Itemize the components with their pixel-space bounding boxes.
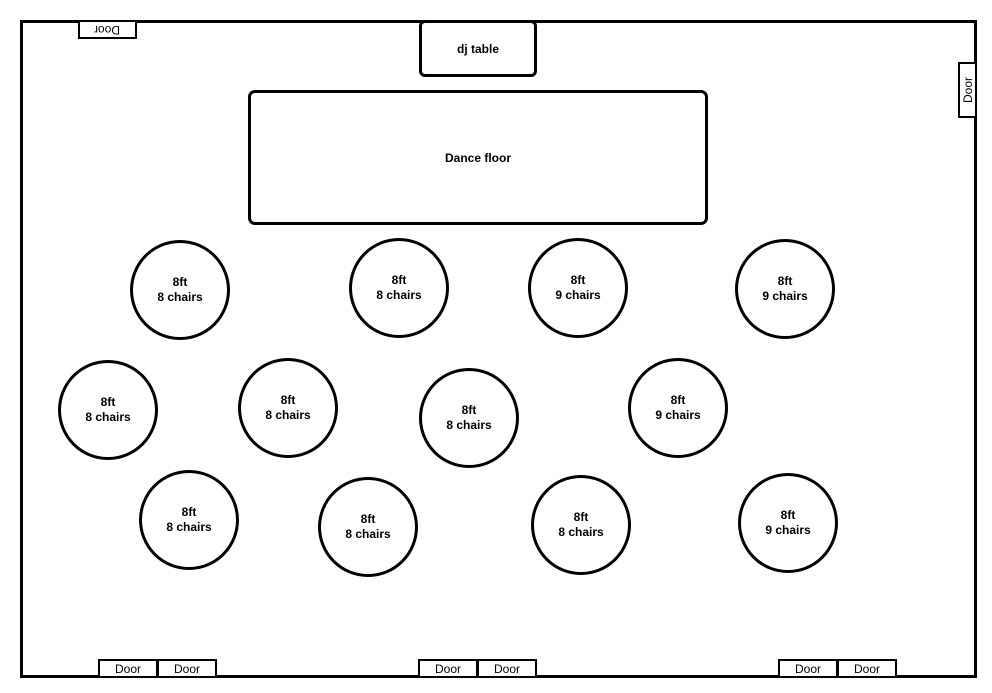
door-bottom-4[interactable]: Door: [477, 659, 537, 678]
round-table-12[interactable]: 8ft 9 chairs: [738, 473, 838, 573]
door-label: Door: [960, 76, 975, 104]
door-label: Door: [493, 661, 520, 676]
table-size-label: 8ft: [670, 393, 686, 407]
round-table-11[interactable]: 8ft 8 chairs: [531, 475, 631, 575]
table-label: 8ft 9 chairs: [555, 273, 600, 303]
table-chairs-label: 8 chairs: [345, 527, 391, 541]
round-table-4[interactable]: 8ft 9 chairs: [735, 239, 835, 339]
table-size-label: 8ft: [172, 275, 188, 289]
table-label: 8ft 8 chairs: [265, 393, 310, 423]
door-label: Door: [94, 22, 121, 37]
door-label: Door: [173, 661, 200, 676]
table-label: 8ft 8 chairs: [558, 510, 603, 540]
door-bottom-5[interactable]: Door: [778, 659, 838, 678]
round-table-5[interactable]: 8ft 8 chairs: [58, 360, 158, 460]
table-label: 8ft 8 chairs: [345, 512, 390, 542]
dance-floor-label: Dance floor: [444, 150, 511, 165]
table-chairs-label: 8 chairs: [376, 288, 422, 302]
table-chairs-label: 8 chairs: [85, 410, 131, 424]
table-label: 8ft 8 chairs: [85, 395, 130, 425]
round-table-2[interactable]: 8ft 8 chairs: [349, 238, 449, 338]
table-chairs-label: 9 chairs: [762, 289, 808, 303]
table-label: 8ft 8 chairs: [446, 403, 491, 433]
dj-table[interactable]: dj table: [419, 20, 537, 77]
table-size-label: 8ft: [360, 512, 376, 526]
table-chairs-label: 9 chairs: [555, 288, 601, 302]
table-chairs-label: 8 chairs: [265, 408, 311, 422]
table-label: 8ft 9 chairs: [655, 393, 700, 423]
table-size-label: 8ft: [100, 395, 116, 409]
table-label: 8ft 8 chairs: [166, 505, 211, 535]
table-size-label: 8ft: [573, 510, 589, 524]
table-label: 8ft 8 chairs: [376, 273, 421, 303]
door-label: Door: [114, 661, 141, 676]
door-bottom-3[interactable]: Door: [418, 659, 478, 678]
round-table-1[interactable]: 8ft 8 chairs: [130, 240, 230, 340]
table-size-label: 8ft: [777, 274, 793, 288]
table-chairs-label: 9 chairs: [655, 408, 701, 422]
door-bottom-2[interactable]: Door: [157, 659, 217, 678]
round-table-3[interactable]: 8ft 9 chairs: [528, 238, 628, 338]
table-size-label: 8ft: [461, 403, 477, 417]
table-label: 8ft 8 chairs: [157, 275, 202, 305]
round-table-8[interactable]: 8ft 9 chairs: [628, 358, 728, 458]
round-table-7[interactable]: 8ft 8 chairs: [419, 368, 519, 468]
door-right[interactable]: Door: [958, 62, 977, 118]
door-bottom-6[interactable]: Door: [837, 659, 897, 678]
table-chairs-label: 8 chairs: [157, 290, 203, 304]
door-label: Door: [434, 661, 461, 676]
table-chairs-label: 8 chairs: [166, 520, 212, 534]
door-label: Door: [853, 661, 880, 676]
round-table-9[interactable]: 8ft 8 chairs: [139, 470, 239, 570]
dj-table-label: dj table: [456, 41, 499, 56]
table-size-label: 8ft: [181, 505, 197, 519]
table-chairs-label: 9 chairs: [765, 523, 811, 537]
table-label: 8ft 9 chairs: [765, 508, 810, 538]
table-size-label: 8ft: [780, 508, 796, 522]
table-size-label: 8ft: [570, 273, 586, 287]
table-chairs-label: 8 chairs: [558, 525, 604, 539]
round-table-6[interactable]: 8ft 8 chairs: [238, 358, 338, 458]
door-bottom-1[interactable]: Door: [98, 659, 158, 678]
round-table-10[interactable]: 8ft 8 chairs: [318, 477, 418, 577]
door-top-left[interactable]: Door: [78, 20, 137, 39]
table-chairs-label: 8 chairs: [446, 418, 492, 432]
dance-floor[interactable]: Dance floor: [248, 90, 708, 225]
door-label: Door: [794, 661, 821, 676]
table-label: 8ft 9 chairs: [762, 274, 807, 304]
table-size-label: 8ft: [391, 273, 407, 287]
table-size-label: 8ft: [280, 393, 296, 407]
